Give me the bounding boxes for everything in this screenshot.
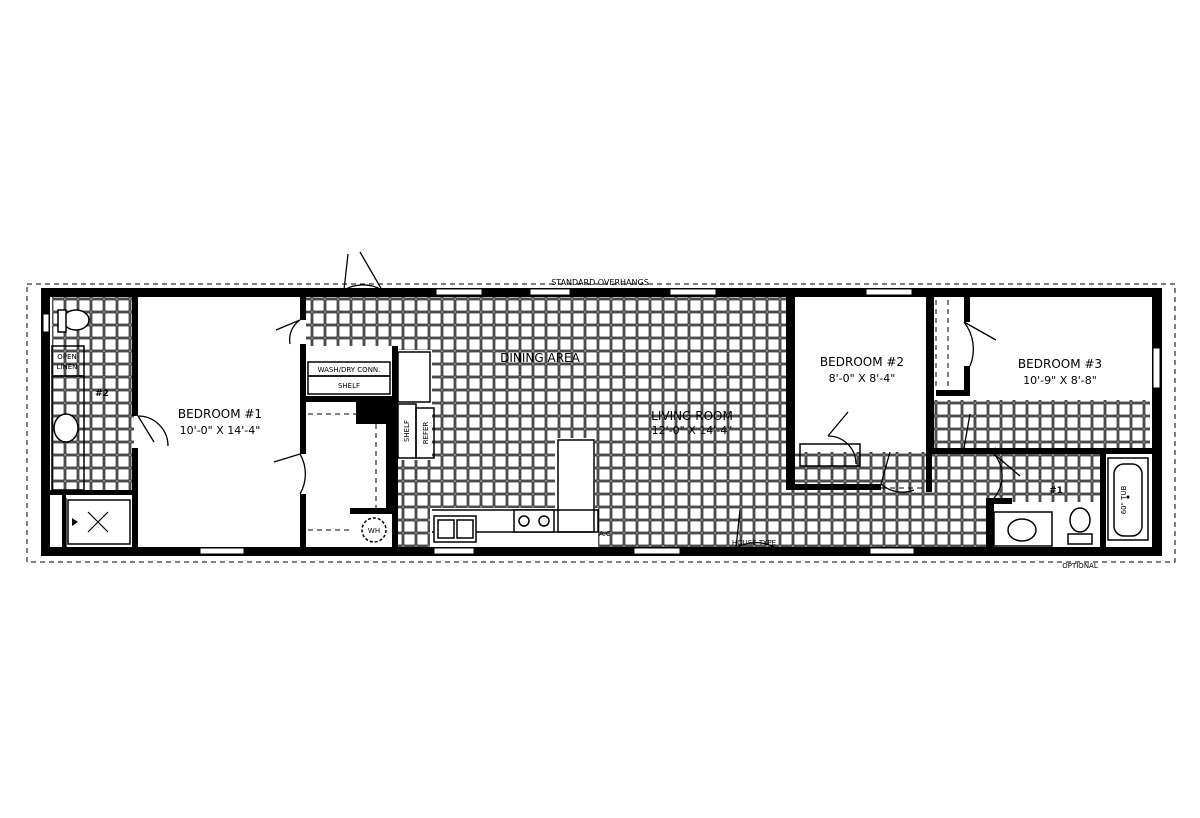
toilet-bath1-icon — [1069, 507, 1091, 533]
doors — [65, 251, 1021, 549]
bedroom3-label: BEDROOM #3 — [1018, 357, 1102, 371]
house-type-door-label-2: DOOR — [743, 547, 764, 555]
labels: STANDARD OVERHANGS OPTIONAL DINING AREA … — [57, 278, 1128, 570]
shelf-laundry-label: SHELF — [338, 382, 360, 390]
bedroom2-label: BEDROOM #2 — [820, 355, 904, 369]
house-type-door-label-1: HOUSE TYPE — [732, 539, 776, 547]
bath2-label: #2 — [95, 389, 109, 399]
windows — [42, 288, 1161, 555]
open-linen-label-2: LINEN — [57, 363, 78, 371]
range-icon — [513, 509, 555, 533]
fixtures — [53, 309, 1149, 547]
wash-dry-label: WASH/DRY CONN. — [318, 366, 381, 374]
toilet-bath2-icon — [62, 309, 90, 331]
sink-bath2-icon — [53, 413, 79, 443]
water-heater-label: WH — [368, 527, 380, 535]
bedroom1-label: BEDROOM #1 — [178, 407, 262, 421]
interior-walls — [50, 296, 1152, 548]
open-linen-label-1: OPEN — [57, 353, 76, 361]
exterior-walls — [41, 288, 1162, 556]
bedroom3-dims: 10'-9" X 8'-8" — [1023, 374, 1097, 387]
overhangs-label: STANDARD OVERHANGS — [551, 278, 649, 287]
bath1-label: #1 — [1049, 486, 1063, 496]
optional-label: OPTIONAL — [1062, 562, 1098, 570]
overhang-outline — [26, 283, 1176, 563]
bedroom2-dims: 8'-0" X 8'-4" — [829, 372, 896, 385]
living-room-label: LIVING ROOM — [651, 409, 733, 423]
refer-label: REFER — [422, 422, 430, 445]
bedroom1-dims: 10'-0" X 14'-4" — [180, 424, 261, 437]
living-room-dims: 12'-0" X 14'-4" — [652, 424, 733, 437]
dining-area-label: DINING AREA — [500, 351, 581, 365]
shelf-kitchen-label: SHELF — [403, 420, 411, 442]
ac-label: A.C. — [599, 530, 613, 538]
water-heater-icon — [361, 517, 387, 543]
tub-label: 60" TUB — [1120, 486, 1128, 515]
